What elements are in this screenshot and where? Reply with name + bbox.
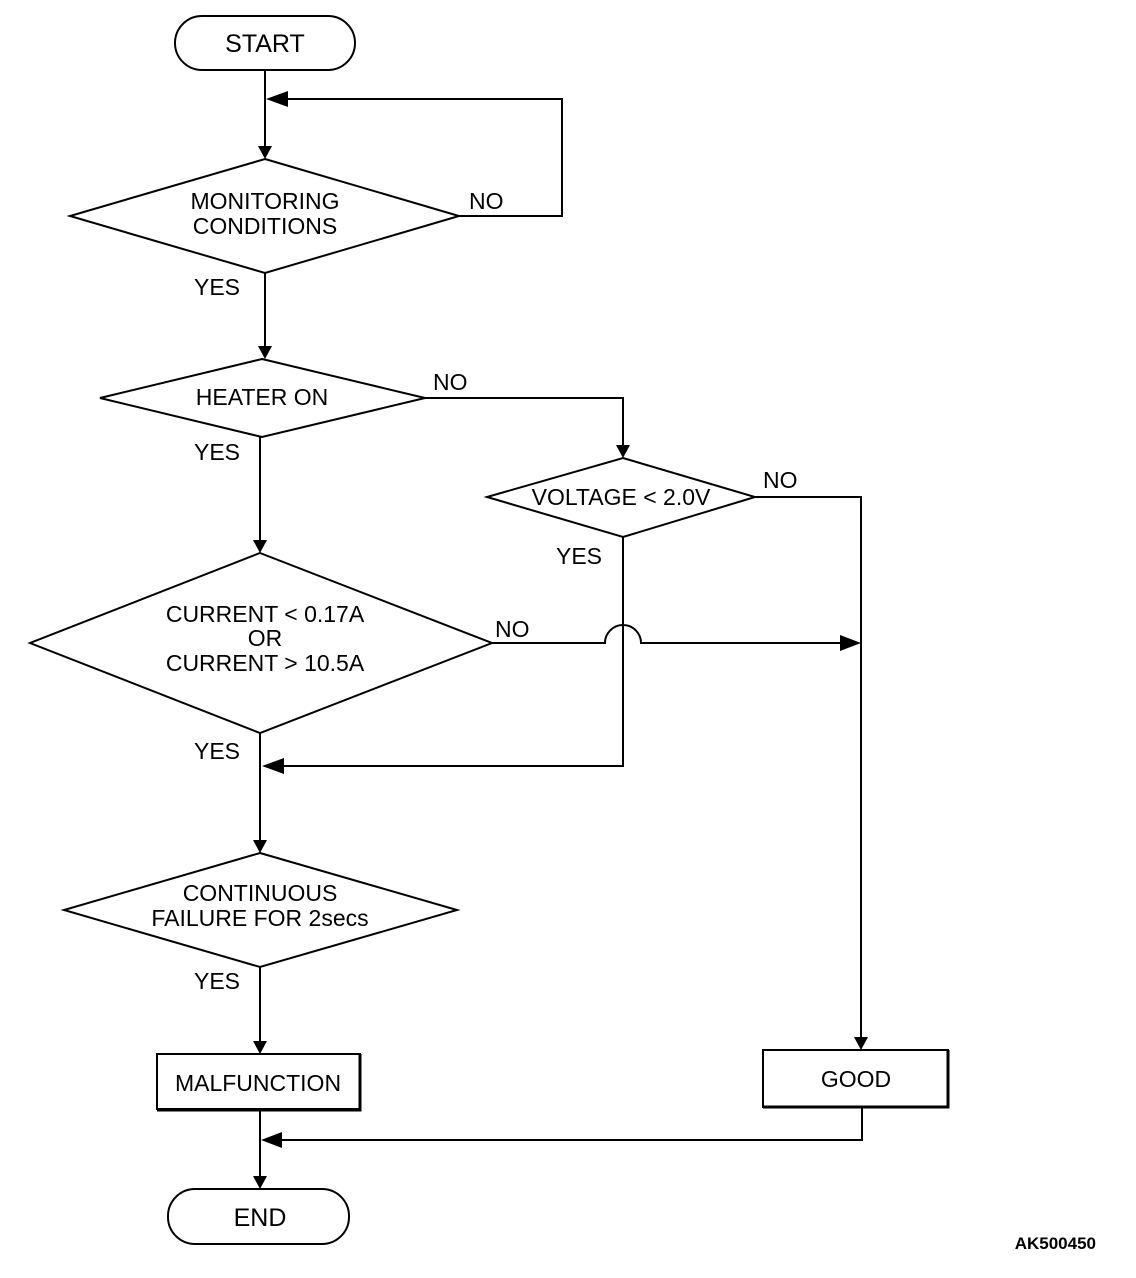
line-voltage-yes bbox=[284, 537, 624, 767]
start-node: START bbox=[174, 15, 356, 71]
malfunction-label: MALFUNCTION bbox=[175, 1070, 341, 1096]
voltage-label: VOLTAGE < 2.0V bbox=[532, 484, 711, 510]
current-no-label: NO bbox=[495, 616, 530, 642]
current-label-line-2: OR bbox=[248, 625, 283, 651]
good-box: GOOD bbox=[762, 1049, 950, 1109]
arrowhead-heater bbox=[258, 346, 272, 359]
malfunction-box: MALFUNCTION bbox=[156, 1053, 362, 1112]
line-good-to-end bbox=[282, 1107, 863, 1141]
arrowhead-current bbox=[253, 540, 267, 553]
start-label: START bbox=[225, 30, 305, 58]
current-yes-label: YES bbox=[194, 738, 240, 764]
heater-label: HEATER ON bbox=[196, 384, 328, 410]
arrowhead-current-no bbox=[840, 635, 861, 651]
current-decision: CURRENT < 0.17A OR CURRENT > 10.5A bbox=[27, 551, 495, 735]
good-label: GOOD bbox=[821, 1066, 891, 1092]
monitoring-yes-label: YES bbox=[194, 274, 240, 300]
voltage-yes-label: YES bbox=[556, 543, 602, 569]
voltage-decision: VOLTAGE < 2.0V bbox=[483, 456, 759, 539]
voltage-no-label: NO bbox=[763, 467, 798, 493]
line-current-no bbox=[492, 624, 840, 644]
arrowhead-loop-back bbox=[266, 91, 288, 107]
end-label: END bbox=[234, 1204, 287, 1232]
arrowhead-monitoring bbox=[258, 146, 272, 159]
arrowhead-good-merge bbox=[261, 1132, 282, 1148]
arrowhead-continuous bbox=[253, 840, 267, 853]
line-voltage-no bbox=[755, 496, 862, 1037]
arrowhead-end bbox=[253, 1176, 267, 1189]
continuous-label-line-2: FAILURE FOR 2secs bbox=[151, 905, 368, 931]
continuous-label-line-1: CONTINUOUS bbox=[183, 880, 338, 906]
current-label-line-3: CURRENT > 10.5A bbox=[166, 650, 365, 676]
monitoring-label-line-2: CONDITIONS bbox=[193, 213, 337, 239]
arrowhead-good bbox=[854, 1037, 868, 1050]
arrowhead-malfunction bbox=[253, 1041, 267, 1054]
line-monitoring-no-loop bbox=[288, 98, 563, 217]
continuous-failure-decision: CONTINUOUS FAILURE FOR 2secs bbox=[60, 851, 461, 969]
connectors bbox=[253, 70, 868, 1189]
monitoring-label-line-1: MONITORING bbox=[190, 188, 339, 214]
arrowhead-merge-yes bbox=[262, 758, 284, 774]
arrowhead-voltage bbox=[616, 445, 630, 458]
monitoring-no-label: NO bbox=[469, 188, 504, 214]
current-label-line-1: CURRENT < 0.17A bbox=[166, 601, 365, 627]
end-node: END bbox=[167, 1188, 350, 1245]
figure-code: AK500450 bbox=[1015, 1234, 1096, 1253]
continuous-yes-label: YES bbox=[194, 968, 240, 994]
heater-decision: HEATER ON bbox=[99, 357, 426, 439]
heater-no-label: NO bbox=[433, 369, 468, 395]
line-heater-no bbox=[425, 397, 624, 445]
heater-yes-label: YES bbox=[194, 439, 240, 465]
monitoring-decision: MONITORING CONDITIONS bbox=[66, 157, 463, 275]
